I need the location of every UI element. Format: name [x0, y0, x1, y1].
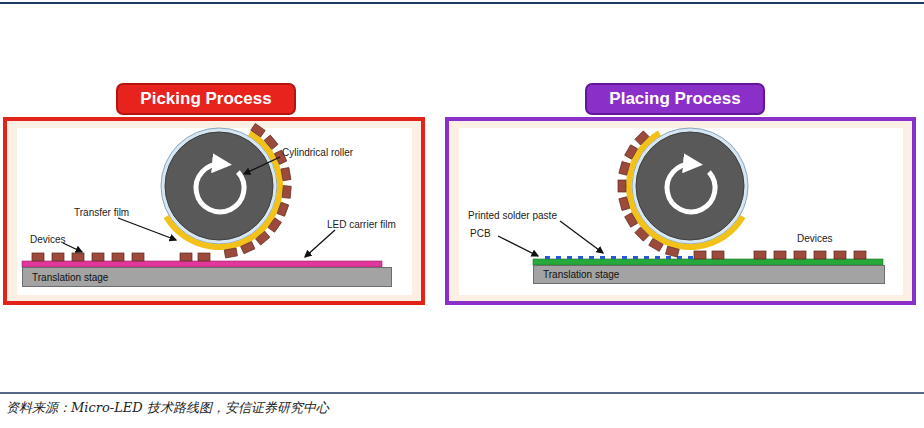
solder-dot	[677, 256, 682, 259]
solder-dot	[666, 256, 671, 259]
stage-label: Translation stage	[543, 269, 619, 280]
solder-dot	[611, 256, 616, 259]
device	[224, 248, 237, 258]
part-label: Transfer film	[74, 207, 129, 218]
solder-dot	[688, 256, 693, 259]
leader-line	[498, 236, 538, 256]
device	[264, 135, 278, 149]
device	[180, 253, 192, 261]
device	[834, 251, 846, 259]
leader-line	[305, 230, 335, 257]
part-label: Devices	[30, 234, 66, 245]
leader-line	[560, 221, 603, 253]
device	[854, 251, 866, 259]
device	[251, 124, 265, 137]
part-label: Printed solder paste	[468, 210, 557, 221]
device	[32, 253, 44, 261]
device	[198, 253, 210, 261]
device	[281, 168, 291, 181]
device	[268, 218, 281, 232]
panel-frame	[5, 119, 423, 303]
stage-label: Translation stage	[32, 272, 108, 283]
device	[754, 251, 766, 259]
leader-line	[63, 243, 82, 252]
device	[694, 251, 706, 259]
device	[625, 145, 638, 159]
part-label: LED carrier film	[327, 219, 396, 230]
device	[282, 186, 291, 199]
device	[625, 213, 638, 227]
bottom-rule	[0, 392, 924, 394]
solder-dot	[655, 256, 660, 259]
device	[619, 197, 630, 211]
source-caption: 资料来源：Micro-LED 技术路线图，安信证券研究中心	[6, 399, 329, 417]
solder-dot	[556, 256, 561, 259]
panel-ground	[17, 128, 412, 295]
process-heading: Placing Process	[609, 89, 740, 108]
device	[72, 253, 84, 261]
cylindrical-roller	[161, 124, 291, 258]
devices	[694, 251, 866, 259]
part-label: PCB	[470, 228, 491, 239]
device	[712, 251, 724, 259]
device	[774, 251, 786, 259]
device	[241, 241, 255, 253]
solder-dot	[633, 256, 638, 259]
process-header: Picking Process	[116, 83, 296, 115]
device	[112, 253, 124, 261]
device	[794, 251, 806, 259]
device	[132, 253, 144, 261]
device	[619, 162, 630, 176]
solder-dot	[578, 256, 583, 259]
solder-dot	[600, 256, 605, 259]
solder-paste	[545, 256, 693, 259]
translation-stage: Translation stage	[533, 265, 885, 284]
cylindrical-roller	[618, 128, 748, 257]
part-label: Cylindrical roller	[282, 147, 353, 158]
solder-dot	[545, 256, 550, 259]
solder-dot	[644, 256, 649, 259]
device	[52, 253, 64, 261]
device	[256, 231, 270, 245]
leader-line	[118, 218, 176, 240]
devices	[32, 253, 210, 261]
translation-stage: Translation stage	[22, 267, 392, 287]
leader-line	[244, 157, 280, 174]
solder-dot	[589, 256, 594, 259]
top-rule	[0, 2, 924, 4]
device	[649, 238, 663, 251]
device	[814, 251, 826, 259]
device	[666, 246, 680, 257]
device	[618, 180, 626, 192]
process-heading: Picking Process	[140, 89, 271, 108]
solder-dot	[622, 256, 627, 259]
device	[277, 202, 289, 216]
device	[92, 253, 104, 261]
panel-ground	[459, 128, 903, 295]
panel-frame	[447, 119, 914, 303]
device	[635, 227, 649, 241]
part-label: Devices	[797, 233, 833, 244]
process-header: Placing Process	[585, 83, 765, 115]
device	[635, 131, 649, 145]
solder-dot	[567, 256, 572, 259]
